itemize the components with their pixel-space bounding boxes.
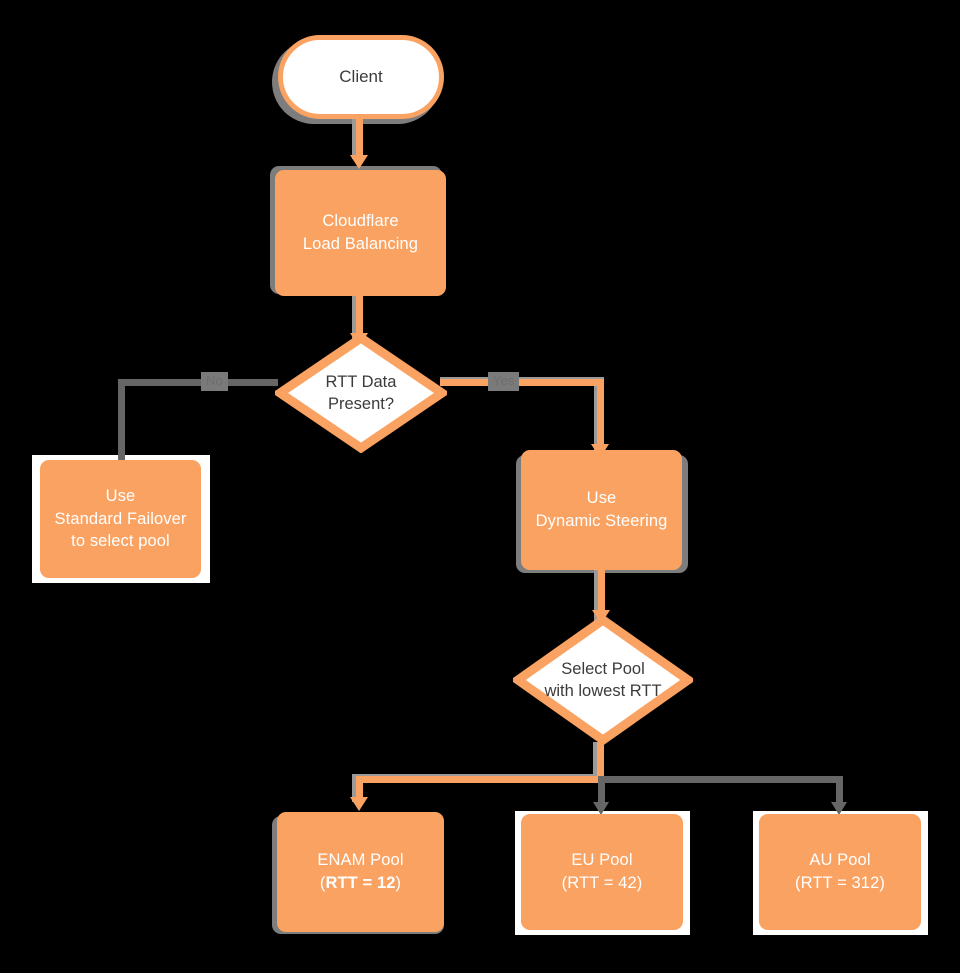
selectpool-stem-shadow [593, 742, 600, 780]
eu-pool-paren-close: ) [636, 874, 643, 892]
au-pool-rtt-line: (RTT = 312) [795, 872, 885, 895]
au-pool-line1: AU Pool [809, 851, 871, 870]
au-pool-paren-open: ( [795, 874, 801, 892]
decision-to-failover-vertical [118, 382, 125, 464]
client-to-lb-edge [356, 119, 363, 157]
rtt-present-diamond-shape [275, 333, 447, 453]
au-pool-rtt-value: RTT = 312 [800, 874, 880, 892]
enam-pool-paren-close: ) [395, 874, 402, 892]
edge-label-no: No [201, 372, 228, 391]
bus-to-enam-vertical [356, 776, 363, 800]
dynamic-steering-line1: Use [586, 489, 617, 508]
eu-pool-rtt-value: RTT = 42 [567, 874, 637, 892]
edge-label-yes: Yes [488, 372, 520, 391]
select-pool-diamond-shape [513, 615, 693, 745]
standard-failover-line3: to select pool [71, 532, 170, 551]
lb-to-decision-edge [356, 296, 363, 340]
node-rtt-present[interactable]: RTT Data Present? [275, 333, 447, 453]
load-balancing-line1: Cloudflare [322, 212, 399, 231]
bus-to-au-arrowhead [831, 802, 847, 815]
node-select-pool[interactable]: Select Pool with lowest RTT [513, 615, 693, 745]
node-client[interactable]: Client [278, 35, 444, 119]
node-standard-failover[interactable]: Use Standard Failover to select pool [40, 460, 201, 578]
bus-to-enam-arrowhead [350, 797, 368, 811]
bus-to-eu-vertical [598, 776, 605, 808]
enam-pool-rtt-line: (RTT = 12) [320, 872, 401, 895]
bus-to-au-vertical [836, 776, 843, 808]
decision-to-failover-horizontal [118, 379, 278, 386]
client-to-lb-edge-shadow [352, 119, 359, 159]
bus-to-eu-arrowhead [593, 802, 609, 815]
decision-to-steering-vertical [597, 379, 604, 447]
enam-pool-paren-open: ( [319, 874, 326, 892]
dynamic-steering-line2: Dynamic Steering [535, 512, 668, 530]
enam-pool-line1: ENAM Pool [317, 851, 404, 870]
lb-to-decision-edge-shadow [352, 296, 359, 342]
enam-pool-rtt-value: RTT = 12 [325, 874, 396, 892]
load-balancing-line2: Load Balancing [302, 235, 419, 253]
bus-to-enam-vertical-shadow [352, 776, 359, 802]
node-enam-pool[interactable]: ENAM Pool (RTT = 12) [277, 812, 444, 932]
au-pool-paren-close: ) [879, 874, 885, 892]
node-load-balancing[interactable]: Cloudflare Load Balancing [275, 170, 446, 296]
standard-failover-line1: Use [105, 486, 136, 505]
eu-pool-paren-open: ( [561, 874, 568, 892]
node-au-pool[interactable]: AU Pool (RTT = 312) [759, 814, 921, 930]
eu-pool-line1: EU Pool [571, 851, 633, 870]
steering-to-selectpool-edge [598, 570, 605, 618]
node-eu-pool[interactable]: EU Pool (RTT = 42) [521, 814, 683, 930]
selectpool-bus-right [600, 776, 842, 783]
steering-to-selectpool-edge-shadow [594, 570, 601, 622]
selectpool-stem [597, 742, 604, 780]
client-to-lb-arrowhead [350, 155, 368, 169]
standard-failover-line2: Standard Failover [54, 509, 187, 528]
client-label: Client [339, 67, 383, 86]
decision-to-steering-horizontal [440, 379, 604, 386]
eu-pool-rtt-line: (RTT = 42) [562, 872, 643, 895]
node-dynamic-steering[interactable]: Use Dynamic Steering [521, 450, 682, 570]
selectpool-bus-left [356, 776, 604, 783]
